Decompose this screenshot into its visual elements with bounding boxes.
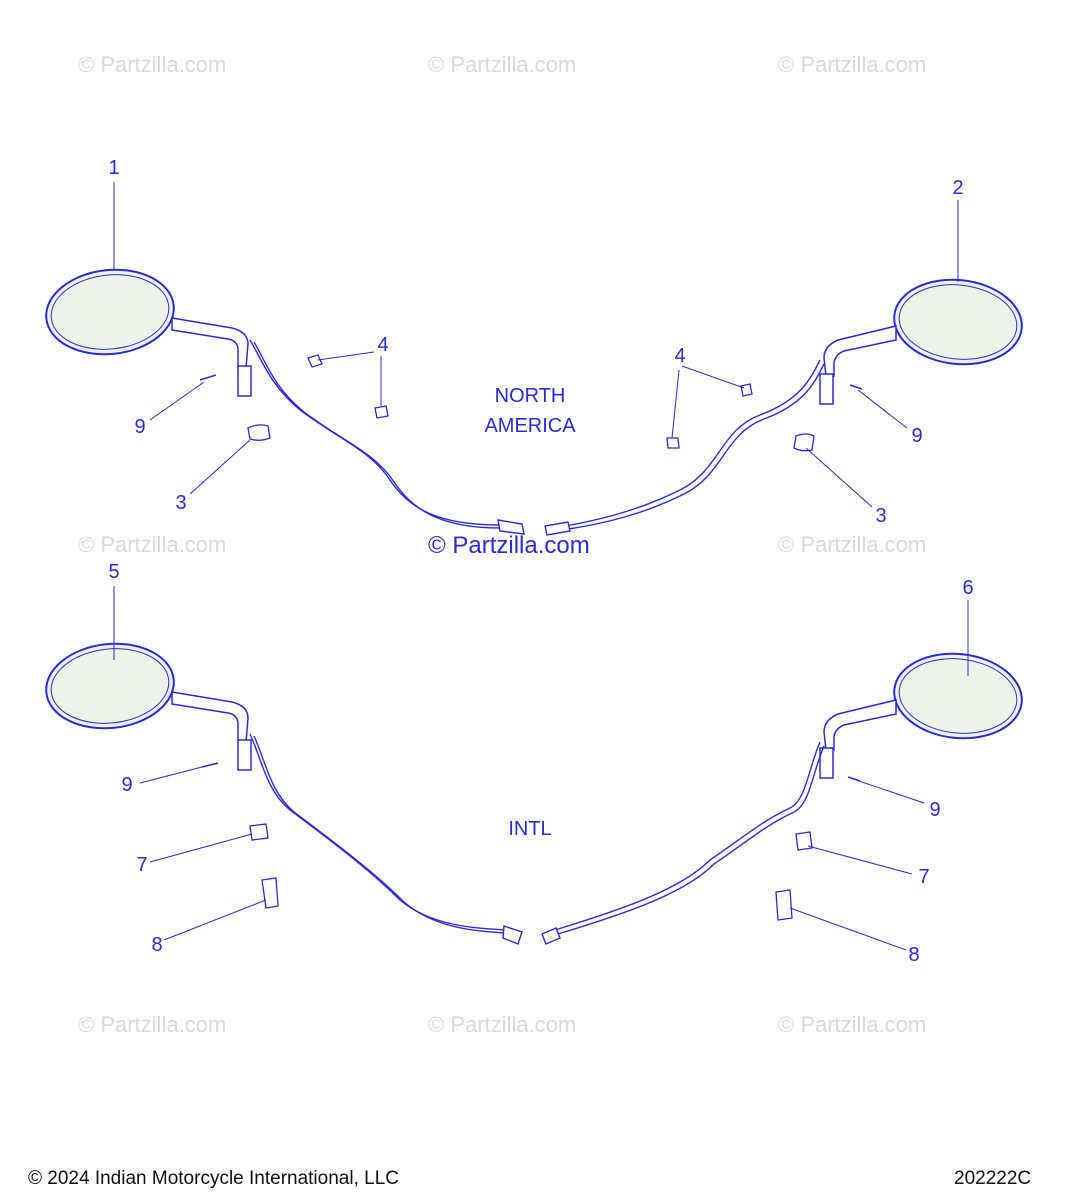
- small-parts-na: [199, 354, 863, 452]
- mirror-left-intl: [40, 636, 252, 771]
- watermark: © Partzilla.com: [78, 1012, 227, 1037]
- callout-9-right-na: 9: [911, 425, 923, 447]
- callout-7-right: 7: [918, 866, 930, 888]
- callout-7-left: 7: [136, 854, 148, 876]
- callout-1: 1: [108, 157, 120, 179]
- drawing-number: 202222C: [954, 1168, 1032, 1189]
- harness-na: [249, 339, 825, 536]
- harness-intl: [249, 733, 825, 945]
- watermark: © Partzilla.com: [778, 1012, 927, 1037]
- watermark: © Partzilla.com: [78, 532, 227, 557]
- region-line: NORTH: [494, 385, 566, 407]
- watermark: © Partzilla.com: [778, 52, 927, 77]
- watermark: © Partzilla.com: [778, 532, 927, 557]
- region-label-intl: INTL: [508, 818, 552, 840]
- callout-5: 5: [108, 561, 120, 583]
- copyright-text: © 2024 Indian Motorcycle International, …: [28, 1168, 399, 1189]
- watermark: © Partzilla.com: [78, 52, 227, 77]
- mirror-left-na: [40, 262, 252, 397]
- callout-8-right: 8: [908, 944, 920, 966]
- watermark-center: © Partzilla.com: [428, 532, 590, 559]
- callout-3-left: 3: [175, 492, 187, 514]
- region-label-north-america: NORTH AMERICA: [484, 381, 575, 441]
- callout-4-left: 4: [377, 334, 389, 356]
- callout-2: 2: [952, 177, 964, 199]
- callout-9-right-intl: 9: [929, 799, 941, 821]
- mirror-right-na: [819, 272, 1028, 405]
- callout-9-left-na: 9: [134, 416, 146, 438]
- callout-4-right: 4: [674, 345, 686, 367]
- leader-lines: [113, 182, 969, 951]
- watermark: © Partzilla.com: [428, 52, 577, 77]
- callout-6: 6: [962, 577, 974, 599]
- mirror-right-intl: [819, 646, 1028, 779]
- callout-9-left-intl: 9: [121, 774, 133, 796]
- watermark: © Partzilla.com: [428, 1012, 577, 1037]
- callout-3-right: 3: [875, 505, 887, 527]
- callout-8-left: 8: [151, 934, 163, 956]
- region-line: AMERICA: [484, 415, 576, 437]
